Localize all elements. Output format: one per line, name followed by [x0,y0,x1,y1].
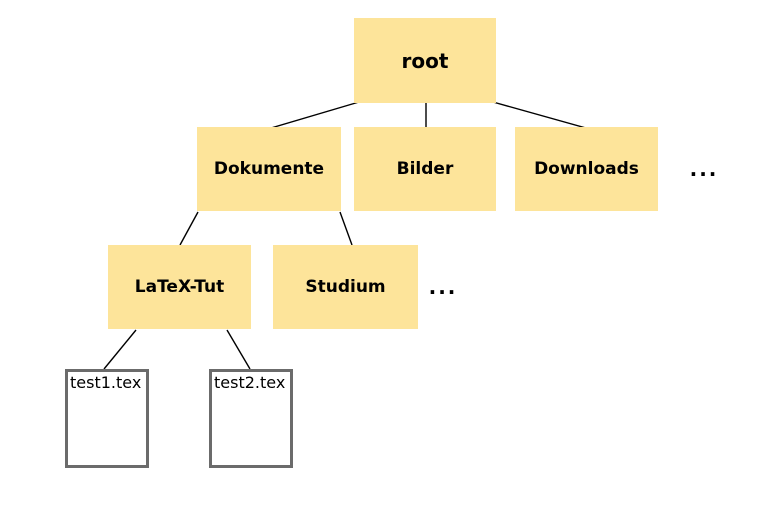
node-bilder-folder: Bilder [354,127,496,211]
edge-root-dokumente [270,101,360,129]
node-studium-folder: Studium [273,245,418,329]
node-latex-tut-folder: LaTeX-Tut [108,245,251,329]
edge-latex-tut-test1 [103,329,137,370]
more-siblings-ellipsis-level1: ... [689,157,719,181]
edge-latex-tut-test2 [226,329,251,370]
file-node-test1-tex: test1.tex [65,369,149,468]
more-siblings-ellipsis-level2: ... [428,275,458,299]
node-root-folder: root [354,18,496,103]
node-downloads-folder: Downloads [515,127,658,211]
file-node-test2-tex: test2.tex [209,369,293,468]
node-dokumente-folder: Dokumente [197,127,341,211]
edge-root-downloads [492,101,587,129]
edge-dokumente-latex-tut [179,211,199,246]
edge-dokumente-studium [339,211,353,246]
